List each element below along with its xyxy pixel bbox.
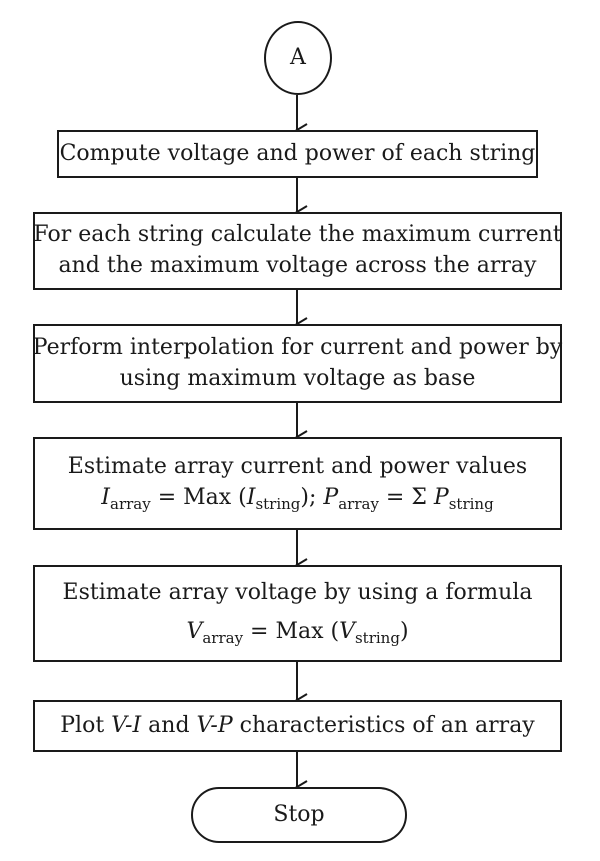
step-2-line-1: For each string calculate the maximum cu…: [33, 222, 562, 248]
formula-close: ): [399, 618, 409, 644]
step-4-line-1: Estimate array current and power values: [67, 454, 528, 480]
max-operator: = Max (: [150, 484, 247, 510]
power-string-subscript: string: [448, 494, 494, 513]
current-symbol: I: [101, 484, 110, 510]
and-word: and: [141, 712, 197, 738]
start-connector: A: [264, 21, 332, 95]
step-3-line-1: Perform interpolation for current and po…: [32, 334, 563, 360]
voltage-array-subscript: array: [202, 628, 244, 647]
vp-label: V-P: [196, 712, 233, 738]
stop-label: Stop: [273, 801, 325, 827]
step-compute-voltage-power: Compute voltage and power of each string: [57, 130, 538, 178]
voltage-string-subscript: string: [354, 628, 400, 647]
step-5-line-1: Estimate array voltage by using a formul…: [62, 580, 533, 606]
vi-label: V-I: [111, 712, 142, 738]
current-array-subscript: array: [110, 494, 151, 513]
formula-separator: );: [300, 484, 324, 510]
voltage-formula: Varray = Max (Vstring): [186, 617, 408, 649]
step-perform-interpolation: Perform interpolation for current and po…: [33, 324, 562, 403]
plot-prefix: Plot: [60, 712, 112, 738]
step-6-text: Plot V-I and V-P characteristics of an a…: [60, 711, 534, 742]
step-estimate-array-current-power: Estimate array current and power values …: [33, 437, 562, 530]
voltage-symbol: V: [186, 618, 203, 644]
step-3-line-2: using maximum voltage as base: [119, 365, 476, 391]
max-operator: = Max (: [243, 618, 340, 644]
current-string-symbol: I: [246, 484, 256, 510]
step-estimate-array-voltage: Estimate array voltage by using a formul…: [33, 565, 562, 662]
power-array-subscript: array: [338, 494, 379, 513]
sum-operator: = Σ: [378, 484, 434, 510]
stop-terminal: Stop: [191, 787, 407, 843]
current-string-subscript: string: [255, 494, 301, 513]
step-1-text: Compute voltage and power of each string: [59, 140, 536, 166]
start-connector-label: A: [290, 44, 306, 70]
step-calculate-max-current-voltage: For each string calculate the maximum cu…: [33, 212, 562, 290]
plot-suffix: characteristics of an array: [232, 712, 535, 738]
step-2-line-2: and the maximum voltage across the array: [58, 253, 537, 278]
step-plot-characteristics: Plot V-I and V-P characteristics of an a…: [33, 700, 562, 752]
voltage-string-symbol: V: [339, 618, 355, 644]
power-symbol: P: [323, 484, 339, 510]
power-string-symbol: P: [433, 484, 449, 510]
current-power-formula: Iarray = Max (Istring); Parray = Σ Pstri…: [101, 483, 493, 515]
